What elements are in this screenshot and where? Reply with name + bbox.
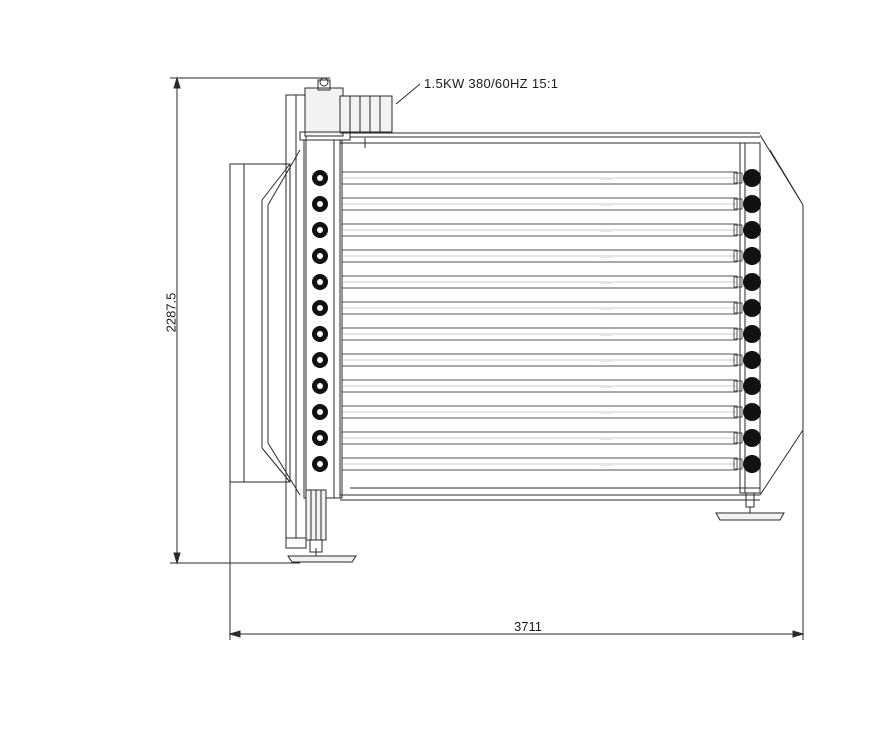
left-support-column (285, 94, 307, 549)
roller-tiny-label: —— —— (600, 385, 613, 389)
roller-6: —— —— (312, 299, 761, 317)
roller-12: —— —— (312, 455, 761, 473)
roller-tiny-label: —— —— (600, 281, 613, 285)
width-dimension (228, 430, 805, 640)
roller-7: —— —— (312, 325, 761, 343)
overall-height-label: 2287.5 (163, 292, 179, 333)
roller-tiny-label: —— —— (600, 177, 613, 181)
lower-drive-shaft (305, 489, 327, 553)
roller-tiny-label: —— —— (600, 229, 613, 233)
conveyor-frame (303, 132, 804, 501)
roller-8: —— —— (312, 351, 761, 369)
roller-tiny-label: —— —— (600, 359, 613, 363)
roller-tiny-label: —— —— (600, 255, 613, 259)
roller-5: —— —— (312, 273, 761, 291)
roller-tiny-label: —— —— (600, 437, 613, 441)
height-dimension (170, 76, 330, 565)
roller-tiny-label: —— —— (600, 333, 613, 337)
roller-tiny-label: —— —— (600, 411, 613, 415)
roller-11: —— —— (312, 429, 761, 447)
roller-2: —— —— (312, 195, 761, 213)
roller-9: —— —— (312, 377, 761, 395)
roller-1: —— —— (312, 169, 761, 187)
roller-tiny-label: —— —— (600, 463, 613, 467)
roller-tiny-label: —— —— (600, 203, 613, 207)
motor-spec-label: 1.5KW 380/60HZ 15:1 (424, 76, 559, 91)
right-foot (715, 492, 785, 521)
roller-3: —— —— (312, 221, 761, 239)
roller-4: —— —— (312, 247, 761, 265)
motor-assembly (299, 77, 421, 148)
left-foot (287, 548, 357, 563)
roller-set: —— —— —— —— —— —— —— —— —— —— —— —— —— —— —— ——… (312, 169, 761, 473)
left-guard-panel (229, 149, 301, 496)
roller-tiny-label: —— —— (600, 307, 613, 311)
roller-10: —— —— (312, 403, 761, 421)
overall-width-label: 3711 (514, 619, 542, 634)
